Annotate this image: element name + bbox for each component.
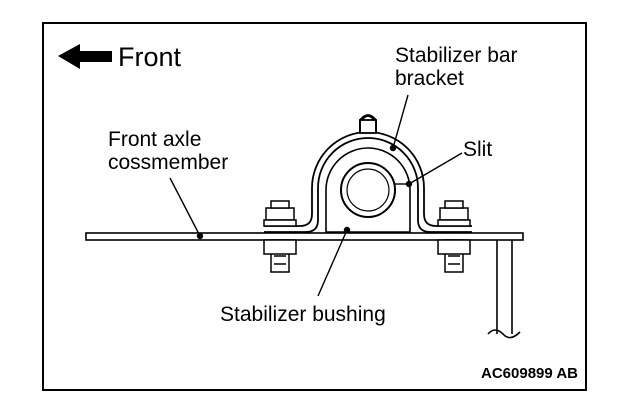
stabilizer-bar xyxy=(340,162,396,218)
left-bolt xyxy=(263,200,297,273)
slit-label: Slit xyxy=(463,138,493,161)
bracket-label-line1: Stabilizer bar xyxy=(395,44,518,67)
stabilizer-bar-bracket xyxy=(264,114,472,233)
crossmember-label-line1: Front axle xyxy=(108,128,202,151)
front-direction-label: Front xyxy=(118,42,182,72)
bushing-label: Stabilizer bushing xyxy=(220,303,386,326)
front-arrow-icon xyxy=(58,44,112,69)
bracket-label-line2: bracket xyxy=(395,67,464,90)
crossmember-label-line2: cossmember xyxy=(108,151,229,174)
figure-code: AC609899 AB xyxy=(481,365,578,382)
leader-lines xyxy=(169,94,463,297)
right-bolt xyxy=(437,200,471,273)
crossmember-plate xyxy=(85,232,524,339)
